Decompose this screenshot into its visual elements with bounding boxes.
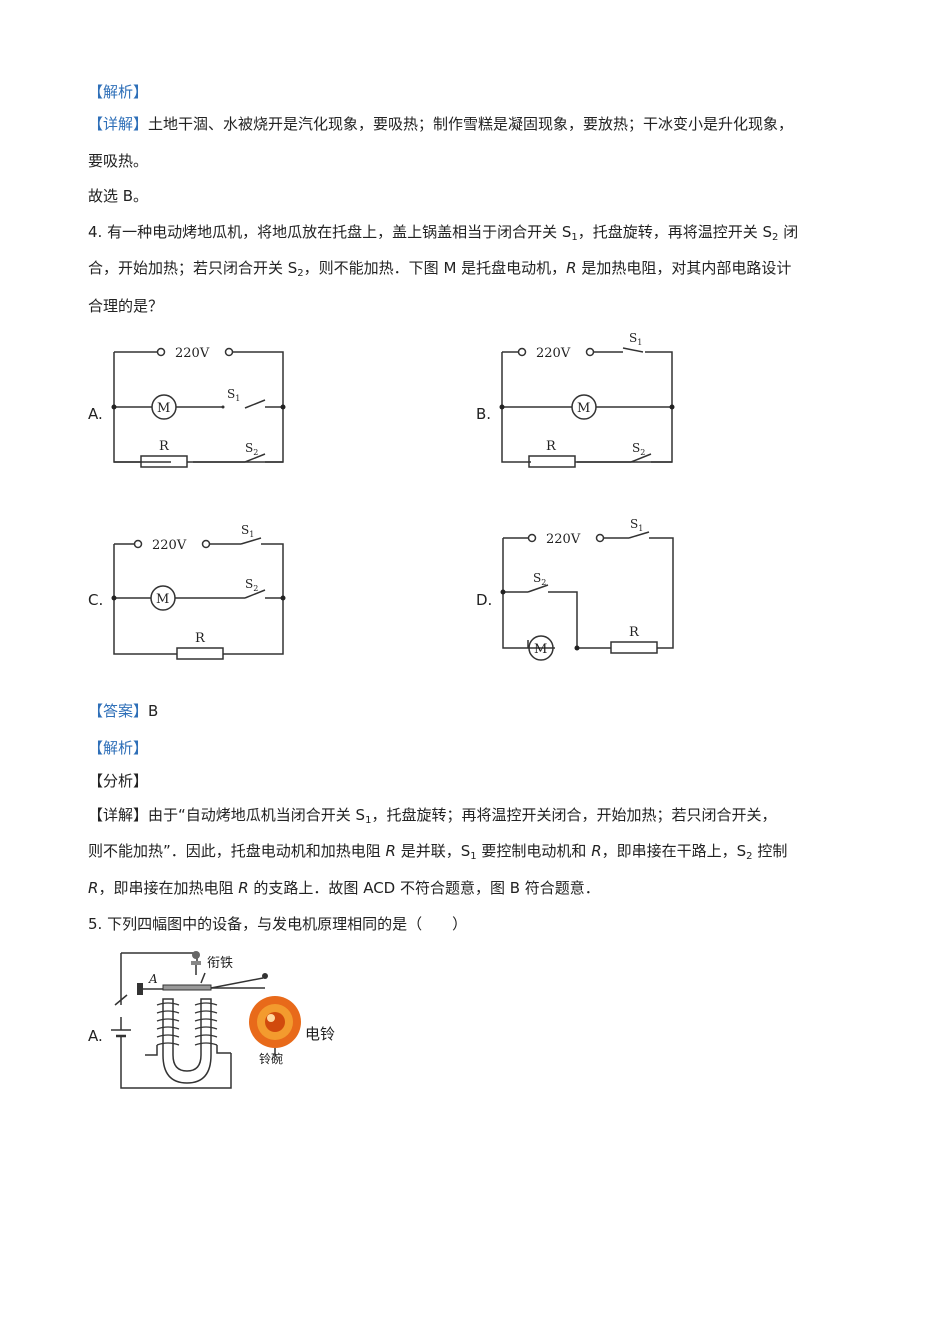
svg-text:M: M [156, 592, 169, 607]
svg-text:S2: S2 [533, 571, 546, 587]
q4-line-3: 合理的是？ [88, 297, 164, 315]
q4-line-1: 4. 有一种电动烤地瓜机，将地瓜放在托盘上，盖上锅盖相当于闭合开关 S1，托盘旋… [88, 223, 799, 243]
electric-bell-diagram: A 衔铁 铃碗 电铃 [111, 951, 335, 1089]
answer-detail-2: 则不能加热”．因此，托盘电动机和加热电阻 R 是并联，S1 要控制电动机和 R，… [88, 842, 788, 862]
svg-text:S1: S1 [629, 331, 642, 347]
answer-analysis-tag: 【解析】 [88, 739, 149, 757]
circuit-a-diagram: 220V M S1 R S2 [111, 346, 286, 468]
voltage-label: 220V [175, 346, 210, 361]
doorbell-label: 电铃 [305, 1025, 335, 1043]
svg-text:M: M [534, 642, 547, 657]
motor-symbol [151, 394, 177, 420]
svg-text:220V: 220V [546, 532, 581, 547]
svg-text:S2: S2 [245, 577, 258, 593]
svg-text:220V: 220V [536, 346, 571, 361]
q4-line-2: 合，开始加热；若只闭合开关 S2，则不能加热．下图 M 是托盘电动机，R 是加热… [88, 259, 792, 279]
q5-option-a-label: A. [88, 1027, 103, 1045]
detail-text: 土地干涸、水被烧开是汽化现象，要吸热；制作雪糕是凝固现象，要放热；干冰变小是升化… [148, 115, 794, 133]
analysis-tag: 【解析】 [88, 83, 149, 101]
svg-text:S1: S1 [241, 523, 254, 539]
svg-text:220V: 220V [152, 538, 187, 553]
svg-text:S2: S2 [245, 441, 258, 457]
svg-text:S2: S2 [632, 441, 645, 457]
svg-text:R: R [546, 439, 557, 454]
detail-paragraph: 【详解】土地干涸、水被烧开是汽化现象，要吸热；制作雪糕是凝固现象，要放热；干冰变… [88, 114, 793, 134]
svg-text:M: M [577, 401, 590, 416]
answer-detail-3: R，即串接在加热电阻 R 的支路上．故图 ACD 不符合题意，图 B 符合题意． [88, 879, 600, 897]
circuit-d-diagram: 220V S1 S2 M R [500, 517, 674, 661]
armature-label: 衔铁 [207, 956, 233, 971]
svg-text:S1: S1 [227, 387, 240, 403]
option-d-label: D. [476, 591, 493, 609]
option-c-label: C. [88, 591, 104, 609]
circuit-b-diagram: 220V S1 M R S2 [499, 331, 675, 468]
svg-text:R: R [159, 439, 170, 454]
detail-text-cont: 要吸热。 [88, 152, 149, 170]
answer-detail-1: 【详解】由于“自动烤地瓜机当闭合开关 S1，托盘旋转；再将温控开关闭合，开始加热… [88, 806, 777, 826]
answer-line: 【答案】B [88, 702, 159, 720]
option-a-label: A. [88, 405, 103, 423]
svg-text:M: M [157, 401, 170, 416]
bell-label: 铃碗 [259, 1051, 283, 1066]
choice-line: 故选 B。 [88, 187, 149, 205]
svg-text:R: R [195, 631, 206, 646]
svg-text:R: R [629, 625, 640, 640]
option-b-label: B. [476, 405, 492, 423]
q5-text: 5. 下列四幅图中的设备，与发电机原理相同的是（ ） [88, 915, 468, 933]
detail-tag: 【详解】 [88, 115, 149, 133]
contact-a-label: A [148, 972, 158, 986]
svg-text:S1: S1 [630, 517, 643, 533]
fenxi-tag: 【分析】 [88, 772, 149, 790]
circuit-c-diagram: 220V S1 M S2 R [111, 523, 286, 660]
